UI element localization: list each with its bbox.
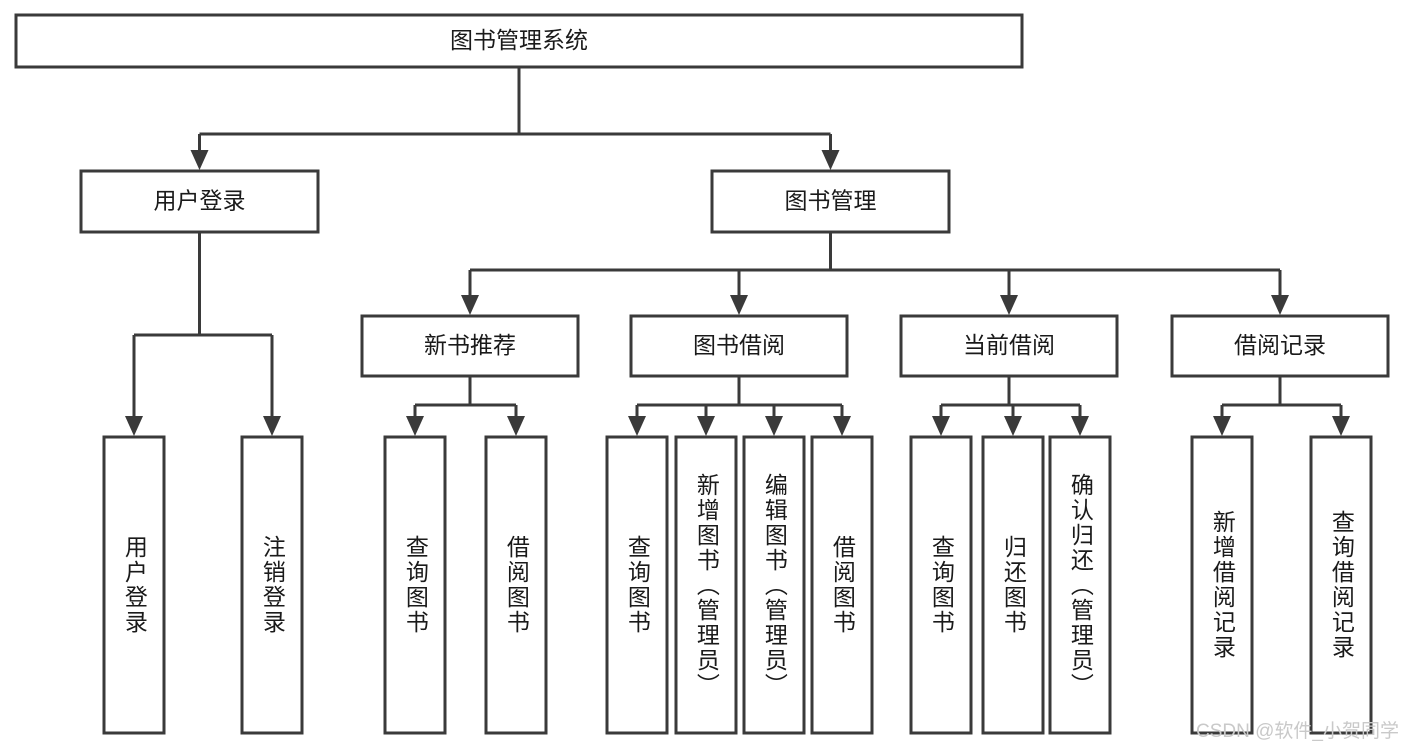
book-borrow-to-leaves-arrow-2 bbox=[765, 416, 783, 436]
node-box-leaf-confirm-return-admin[interactable] bbox=[1048, 435, 1112, 735]
node-label-current-borrow: 当前借阅 bbox=[963, 332, 1055, 358]
userlogin-to-leaves-arrow-1 bbox=[263, 416, 281, 436]
node-box-leaf-borrow-book[interactable] bbox=[810, 435, 874, 735]
node-box-leaf-edit-book-admin[interactable] bbox=[742, 435, 806, 735]
book-borrow-to-leaves-arrow-1 bbox=[697, 416, 715, 436]
node-box-leaf-user-logout[interactable] bbox=[240, 435, 304, 735]
new-book-recommend-to-leaves-arrow-0 bbox=[406, 416, 424, 436]
node-label-book-management: 图书管理 bbox=[785, 188, 877, 214]
node-box-borrow-record[interactable] bbox=[1170, 314, 1390, 378]
node-label-new-book-recommend: 新书推荐 bbox=[424, 332, 516, 358]
current-borrow-to-leaves-arrow-1 bbox=[1004, 416, 1022, 436]
bookmgmt-to-level3-arrow-0 bbox=[461, 295, 479, 315]
borrow-record-to-leaves-arrow-1 bbox=[1332, 416, 1350, 436]
root-to-level2-arrow-1 bbox=[821, 150, 840, 170]
bookmgmt-to-level3-arrow-3 bbox=[1271, 295, 1289, 315]
borrow-record-to-leaves-arrow-0 bbox=[1213, 416, 1231, 436]
node-box-leaf-query-borrow-record[interactable] bbox=[1309, 435, 1373, 735]
root-to-level2-arrow-0 bbox=[190, 150, 209, 170]
node-label-user-login: 用户登录 bbox=[154, 188, 246, 214]
node-box-user-login[interactable] bbox=[79, 169, 320, 234]
csdn-watermark: CSDN @软件_小贺同学 bbox=[1196, 721, 1399, 742]
userlogin-to-leaves-arrow-0 bbox=[125, 416, 143, 436]
new-book-recommend-to-leaves-arrow-1 bbox=[507, 416, 525, 436]
node-box-leaf-user-login[interactable] bbox=[102, 435, 166, 735]
book-borrow-to-leaves-arrow-0 bbox=[628, 416, 646, 436]
bookmgmt-to-level3-arrow-2 bbox=[1000, 295, 1018, 315]
current-borrow-to-leaves-arrow-2 bbox=[1071, 416, 1089, 436]
bookmgmt-to-level3-arrow-1 bbox=[730, 295, 748, 315]
boxes-layer bbox=[14, 13, 1390, 735]
node-box-root[interactable] bbox=[14, 13, 1024, 69]
node-box-new-book-recommend[interactable] bbox=[360, 314, 580, 378]
node-box-leaf-return-book[interactable] bbox=[981, 435, 1045, 735]
connectors-layer bbox=[125, 67, 1350, 436]
node-label-book-borrow: 图书借阅 bbox=[693, 332, 785, 358]
node-label-borrow-record: 借阅记录 bbox=[1234, 332, 1326, 358]
node-box-book-borrow[interactable] bbox=[629, 314, 849, 378]
node-box-book-management[interactable] bbox=[710, 169, 951, 234]
node-label-root: 图书管理系统 bbox=[450, 27, 588, 53]
node-box-current-borrow[interactable] bbox=[899, 314, 1119, 378]
node-box-leaf-add-borrow-record[interactable] bbox=[1190, 435, 1254, 735]
node-box-leaf-borrow-book-rec[interactable] bbox=[484, 435, 548, 735]
node-box-leaf-add-book-admin[interactable] bbox=[674, 435, 738, 735]
node-box-leaf-query-book-rec[interactable] bbox=[383, 435, 447, 735]
book-borrow-to-leaves-arrow-3 bbox=[833, 416, 851, 436]
node-box-leaf-query-book-borrow[interactable] bbox=[605, 435, 669, 735]
node-box-leaf-query-book-current[interactable] bbox=[909, 435, 973, 735]
current-borrow-to-leaves-arrow-0 bbox=[932, 416, 950, 436]
